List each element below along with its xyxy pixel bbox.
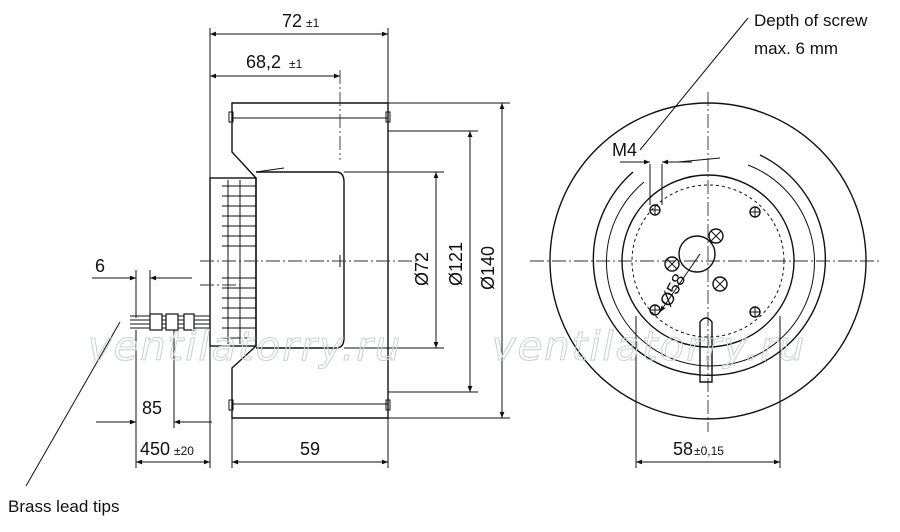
dim-strip-length: 85 [96, 330, 212, 468]
outer-housing-circle [549, 102, 867, 420]
dim-thread: M4 [612, 140, 692, 205]
front-view: Ø58 M4 Depth of screw max. 6 mm 58 ±0,15 [530, 11, 880, 468]
watermark-right: ventilatorry.ru [492, 324, 806, 370]
dim-hole-spacing: 58 ±0,15 [635, 316, 781, 468]
screw-depth-note-line2: max. 6 mm [754, 39, 838, 58]
mounting-plate [621, 174, 795, 348]
hole-spacing-tolerance: ±0,15 [694, 444, 724, 458]
mounting-holes [649, 204, 761, 318]
inner-diameter-label: Ø72 [412, 252, 432, 286]
strip-length-label: 85 [142, 398, 162, 418]
cable-exit [699, 317, 713, 383]
pcd-arrow [659, 253, 701, 313]
lead-wires [130, 284, 240, 331]
hole-spacing-label: 58 [673, 439, 693, 459]
dim-lead-offset: 6 [92, 256, 192, 318]
brass-tips-callout: Brass lead tips [8, 321, 121, 516]
overall-depth-tolerance: ±1 [306, 16, 320, 30]
motor-hub [209, 177, 257, 347]
dim-diameters: Ø72 Ø121 Ø140 [344, 102, 510, 419]
outer-diameter-label: Ø140 [478, 246, 498, 290]
plate-dashed-ring [631, 184, 785, 338]
dim-body-width: 59 [231, 418, 389, 468]
screw-depth-note-line1: Depth of screw [754, 11, 868, 30]
scroll-ring-inner [605, 164, 815, 367]
brass-tip [165, 313, 179, 331]
side-view: 72 ±1 68,2 ±1 6 85 450 [8, 11, 510, 516]
thread-label: M4 [612, 140, 637, 160]
dim-housing-depth: 68,2 ±1 [210, 52, 340, 79]
housing-depth-tolerance: ±1 [289, 57, 303, 71]
scroll-ring [592, 154, 826, 377]
housing-depth-label: 68,2 [246, 52, 281, 72]
cooling-fins [222, 180, 256, 344]
watermark-left: ventilatorry.ru [88, 324, 402, 370]
overall-depth-label: 72 [282, 11, 302, 31]
body-width-label: 59 [300, 439, 320, 459]
lead-offset-label: 6 [95, 256, 105, 276]
brass-tips-note: Brass lead tips [8, 497, 120, 516]
dim-overall-depth: 72 ±1 [209, 11, 389, 178]
mid-diameter-label: Ø121 [446, 242, 466, 286]
shaft-hub [678, 235, 716, 273]
brass-tip [149, 313, 163, 331]
lead-length-label: 450 [140, 439, 170, 459]
lead-length-tolerance: ±20 [174, 444, 194, 458]
dim-lead-length: 450 ±20 [136, 346, 211, 468]
screw-depth-callout: Depth of screw max. 6 mm [639, 11, 868, 151]
screw-heads [664, 228, 728, 292]
housing [228, 102, 391, 419]
brass-tip [183, 313, 195, 331]
